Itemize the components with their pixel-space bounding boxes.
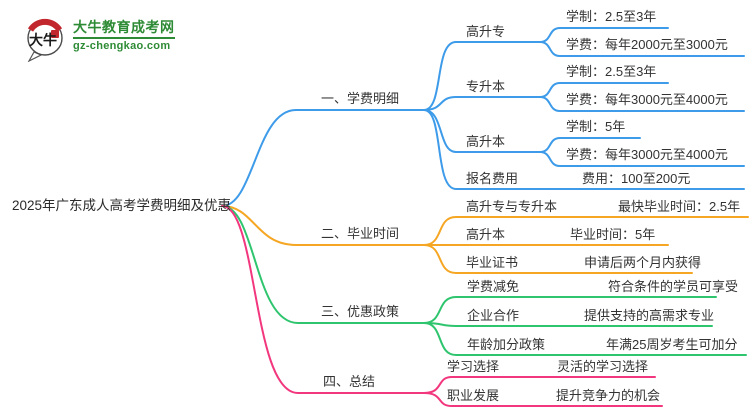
- logo-text-block: 大牛教育成考网 gz-chengkao.com: [73, 16, 175, 53]
- branch-1-child-3-leaf-1: 学制：5年: [566, 119, 626, 134]
- branch-4-child-2: 职业发展: [447, 388, 500, 403]
- branch-2-child-1: 高升专与专升本: [466, 199, 558, 214]
- branch-1-lines: [221, 27, 745, 207]
- site-logo: 大牛 大牛教育成考网 gz-chengkao.com: [24, 16, 175, 62]
- root-node: 2025年广东成人高考学费明细及优惠: [12, 198, 232, 213]
- branch-4-child-2-leaf-1: 提升竞争力的机会: [556, 388, 661, 403]
- branch-3-child-2: 企业合作: [467, 308, 520, 323]
- branch-1-label: 一、学费明细: [320, 91, 399, 106]
- seal-icon: [51, 30, 59, 38]
- branch-2-label: 二、毕业时间: [320, 226, 399, 241]
- branch-3-child-3-leaf-1: 年满25周岁考生可加分: [606, 337, 738, 352]
- branch-2-lines: [221, 205, 749, 274]
- branch-4-label: 四、总结: [322, 374, 375, 389]
- site-name: 大牛教育成考网: [73, 19, 175, 35]
- branch-2-child-3: 毕业证书: [466, 255, 519, 270]
- logo-mark-text: 大牛: [29, 32, 57, 49]
- branch-3-child-2-leaf-1: 提供支持的高需求专业: [584, 308, 715, 323]
- branch-2-child-3-leaf-1: 申请后两个月内获得: [584, 255, 702, 270]
- branch-2-child-1-leaf-1: 最快毕业时间：2.5年: [618, 199, 741, 214]
- site-domain: gz-chengkao.com: [73, 37, 175, 53]
- branch-1-child-3-leaf-2: 学费：每年3000元至4000元: [566, 147, 728, 162]
- branch-4-child-1: 学习选择: [447, 359, 500, 374]
- branch-1-child-4-leaf-1: 费用：100至200元: [582, 171, 691, 186]
- branch-4-lines: [221, 205, 663, 407]
- branch-1-child-2: 专升本: [466, 79, 506, 94]
- branch-1-child-2-leaf-2: 学费：每年3000元至4000元: [566, 92, 728, 107]
- branch-4-child-1-leaf-1: 灵活的学习选择: [557, 359, 649, 374]
- branch-3-label: 三、优惠政策: [320, 304, 399, 319]
- branch-3-child-1-leaf-1: 符合条件的学员可享受: [608, 279, 739, 294]
- branch-1-child-1: 高升专: [466, 24, 506, 39]
- branch-3-child-1: 学费减免: [467, 279, 520, 294]
- branch-1-child-1-leaf-2: 学费：每年2000元至3000元: [566, 37, 728, 52]
- logo-bull-icon: 大牛: [27, 18, 63, 62]
- branch-2-child-2: 高升本: [466, 227, 506, 242]
- branch-2-child-2-leaf-1: 毕业时间：5年: [570, 227, 656, 242]
- branch-1-child-1-leaf-1: 学制：2.5至3年: [566, 9, 657, 24]
- branch-1-child-2-leaf-1: 学制：2.5至3年: [566, 64, 657, 79]
- branch-1-child-3: 高升本: [466, 134, 506, 149]
- branch-3-lines: [221, 205, 747, 356]
- branch-3-child-3: 年龄加分政策: [467, 337, 546, 352]
- branch-1-child-4: 报名费用: [466, 171, 519, 186]
